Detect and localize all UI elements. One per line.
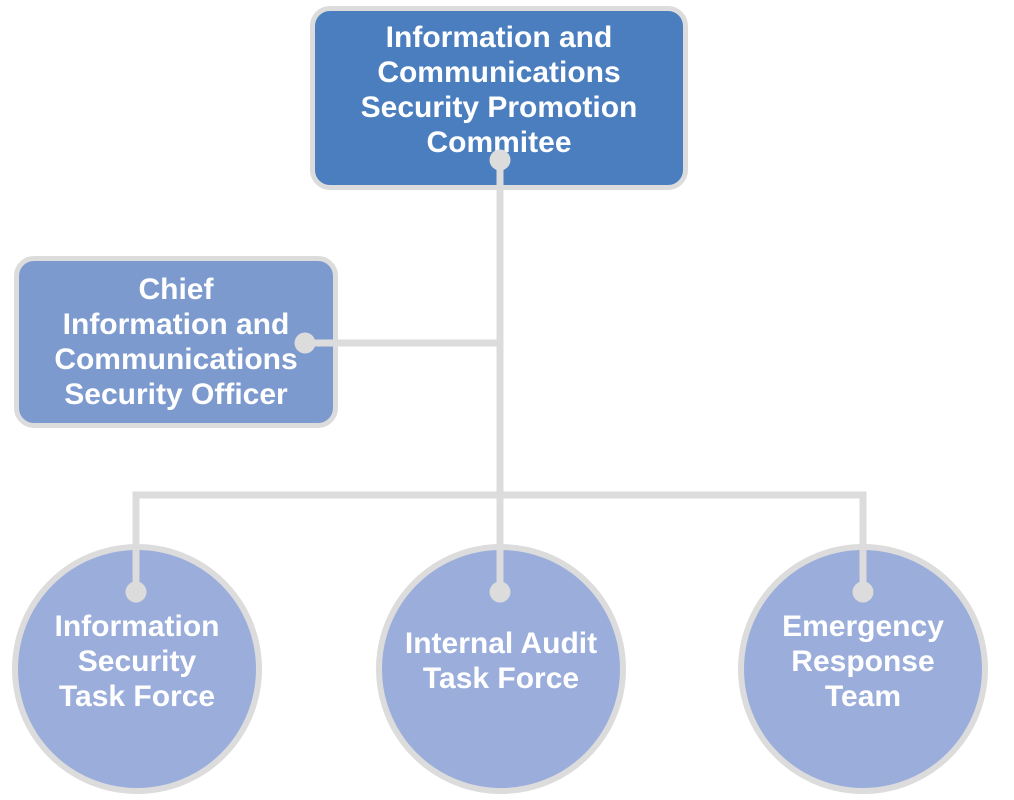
node-information-security-task-force: Information Security Task Force [12,544,262,794]
node-emergency-response-team: Emergency Response Team [738,544,988,794]
node-committee-label: Information and Communications Security … [360,21,638,159]
node-internal-audit-task-force-label: Internal Audit Task Force [404,627,598,695]
node-information-security-task-force-label: Information Security Task Force [54,609,220,713]
node-chief-security-officer-label: Chief Information and Communications Sec… [54,273,298,411]
node-internal-audit-task-force: Internal Audit Task Force [376,544,626,794]
node-committee: Information and Communications Security … [310,6,688,190]
node-chief-security-officer: Chief Information and Communications Sec… [14,256,338,428]
node-emergency-response-team-label: Emergency Response Team [782,609,944,713]
